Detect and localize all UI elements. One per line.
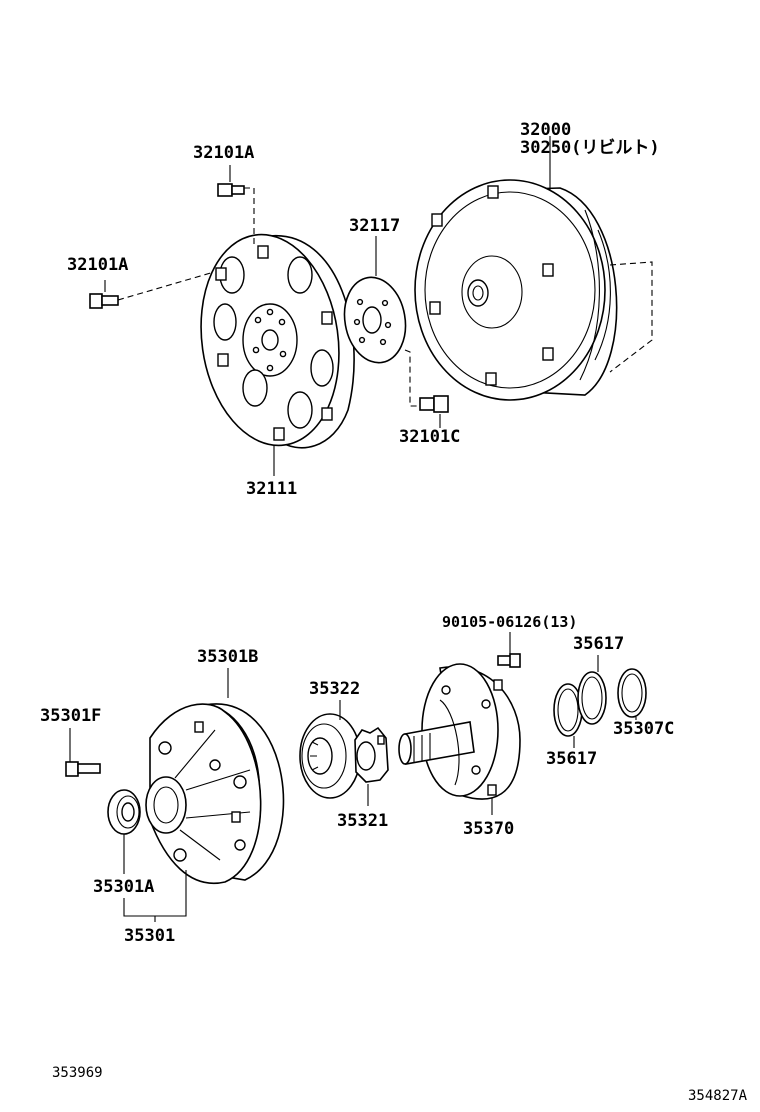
diagram-code-left: 353969 — [52, 1065, 103, 1081]
seal-ring-35617-b[interactable] — [577, 671, 607, 725]
label-32101a-left[interactable]: 32101A — [67, 255, 128, 275]
label-35617-bottom[interactable]: 35617 — [546, 749, 597, 769]
label-32101c[interactable]: 32101C — [399, 427, 460, 447]
stator-shaft[interactable] — [398, 663, 521, 800]
part-labels: 32000 30250(リビルト) 32101A 32101A 32117 32… — [40, 120, 748, 1104]
bolt-32101a-top[interactable] — [217, 183, 245, 197]
driven-gear[interactable] — [299, 713, 361, 799]
label-35301a[interactable]: 35301A — [93, 877, 154, 897]
label-32117[interactable]: 32117 — [349, 216, 400, 236]
label-35321[interactable]: 35321 — [337, 811, 388, 831]
bolt-35301f[interactable] — [65, 761, 101, 777]
label-35370[interactable]: 35370 — [463, 819, 514, 839]
label-32111[interactable]: 32111 — [246, 479, 297, 499]
label-35301[interactable]: 35301 — [124, 926, 175, 946]
label-32101a-top[interactable]: 32101A — [193, 143, 254, 163]
bolt-32101c[interactable] — [419, 395, 449, 413]
spacer-plate[interactable] — [338, 272, 412, 367]
oil-seal[interactable] — [107, 789, 141, 835]
label-32000[interactable]: 32000 — [520, 120, 571, 140]
label-30250[interactable]: 30250(リビルト) — [520, 138, 660, 158]
leader-lines-bottom — [69, 632, 637, 922]
diagram-code-right: 354827A — [688, 1088, 748, 1104]
label-90105[interactable]: 90105-06126(13) — [442, 613, 577, 631]
drive-gear[interactable] — [354, 726, 389, 783]
label-35322[interactable]: 35322 — [309, 679, 360, 699]
label-35617-top[interactable]: 35617 — [573, 634, 624, 654]
label-35301b[interactable]: 35301B — [197, 647, 258, 667]
bolt-32101a-left[interactable] — [89, 293, 119, 309]
torque-converter[interactable] — [414, 179, 653, 401]
o-ring-35307c[interactable] — [617, 668, 647, 718]
drive-plate[interactable] — [188, 226, 355, 455]
label-35301f[interactable]: 35301F — [40, 706, 101, 726]
bolt-90105[interactable] — [497, 653, 521, 668]
label-35307c[interactable]: 35307C — [613, 719, 674, 739]
leader-lines-top — [104, 136, 551, 476]
oil-pump-body[interactable] — [145, 703, 285, 885]
